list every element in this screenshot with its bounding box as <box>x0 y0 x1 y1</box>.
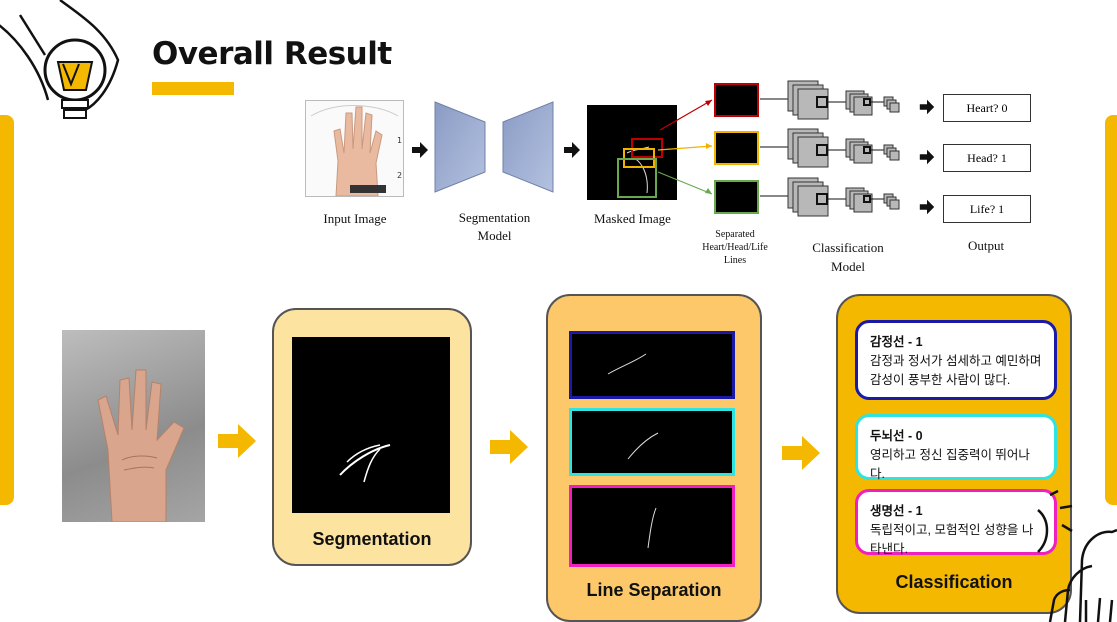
line-separation-label: Line Separation <box>586 580 722 600</box>
arrow-right-icon <box>782 436 820 475</box>
head-line-text: 영리하고 정신 집중력이 뛰어나다. <box>870 448 1030 481</box>
masked-image-label: Masked Image <box>594 211 671 226</box>
lightbulb-icon <box>0 0 120 119</box>
classification-label: Classification <box>895 572 1013 592</box>
head-line-strip <box>569 408 735 476</box>
separated-life-line <box>714 180 759 214</box>
life-line-title: 생명선 - 1 <box>870 504 923 518</box>
output-head: Head? 1 <box>943 144 1031 172</box>
title-underline <box>152 82 234 95</box>
arrow-right-icon <box>562 140 582 165</box>
hand-doodle-icon <box>1037 490 1117 622</box>
svg-text:1: 1 <box>397 136 402 145</box>
arrow-right-icon <box>918 198 936 221</box>
arrow-right-icon <box>918 98 936 121</box>
arrow-right-icon <box>918 148 936 171</box>
svg-text:2: 2 <box>397 171 402 180</box>
right-accent-bar <box>1105 115 1117 505</box>
classification-model-label: Classification Model <box>812 240 884 274</box>
life-line-text: 독립적이고, 모험적인 성향을 나타낸다. <box>870 523 1034 556</box>
segmentation-label: Segmentation <box>312 529 432 549</box>
hand-image: 1 2 <box>310 105 402 197</box>
separated-head-line <box>714 131 759 165</box>
classification-model-shape <box>760 80 900 217</box>
masked-image <box>587 105 677 200</box>
output-heart: Heart? 0 <box>943 94 1031 122</box>
separated-heart-line <box>714 83 759 117</box>
hand-photo <box>62 330 205 522</box>
arrow-right-icon <box>410 140 430 165</box>
segmentation-mask <box>292 337 450 513</box>
life-line-strip <box>569 485 735 567</box>
separation-connectors <box>657 99 713 195</box>
arrow-right-icon <box>490 430 528 469</box>
output-life: Life? 1 <box>943 195 1031 223</box>
segmentation-model-label: Segmentation Model <box>458 210 531 243</box>
head-line-card: 두뇌선 - 0 영리하고 정신 집중력이 뛰어나다. <box>855 414 1057 481</box>
head-line-title: 두뇌선 - 0 <box>870 429 923 443</box>
arrow-right-icon <box>218 424 256 463</box>
output-label: Output <box>967 238 1005 253</box>
separated-lines-label: Separated Heart/Head/Life Lines <box>702 229 768 266</box>
heart-line-strip <box>569 331 735 399</box>
life-line-card: 생명선 - 1 독립적이고, 모험적인 성향을 나타낸다. <box>855 489 1057 556</box>
page-title: Overall Result <box>152 36 392 72</box>
segmentation-model-shape <box>434 101 554 193</box>
heart-line-title: 감정선 - 1 <box>870 335 923 349</box>
heart-line-text: 감정과 정서가 섬세하고 예민하며 감성이 풍부한 사람이 많다. <box>870 354 1042 387</box>
left-accent-bar <box>0 115 14 505</box>
heart-line-card: 감정선 - 1 감정과 정서가 섬세하고 예민하며 감성이 풍부한 사람이 많다… <box>855 320 1057 400</box>
input-image: 1 2 <box>305 100 404 197</box>
input-image-label: Input Image <box>323 211 387 226</box>
